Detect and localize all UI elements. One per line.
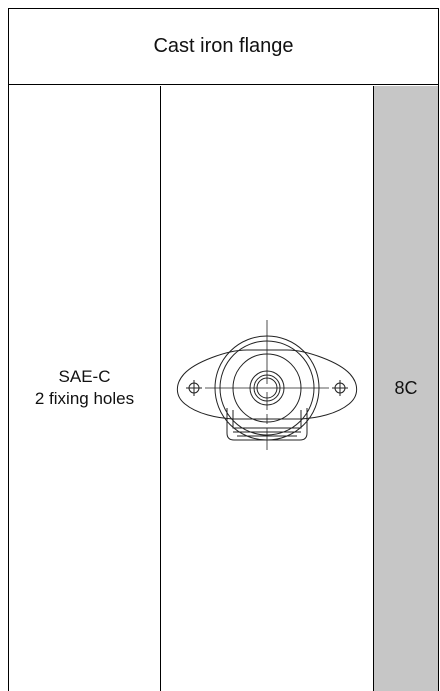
fixing-holes-label: 2 fixing holes	[34, 389, 135, 409]
table-row: SAE-C 2 fixing holes	[9, 85, 438, 691]
flange-code: 8C	[394, 377, 418, 398]
flange-code-cell: 8C	[374, 85, 438, 691]
drawing-cell	[162, 85, 374, 691]
flange-technical-drawing-icon	[176, 320, 358, 451]
spec-table: Cast iron flange SAE-C 2 fixing holes	[8, 8, 439, 691]
flange-description-cell: SAE-C 2 fixing holes	[9, 85, 161, 691]
table-header: Cast iron flange	[9, 9, 438, 85]
header-title: Cast iron flange	[153, 35, 294, 57]
flange-type-label: SAE-C	[58, 367, 111, 387]
